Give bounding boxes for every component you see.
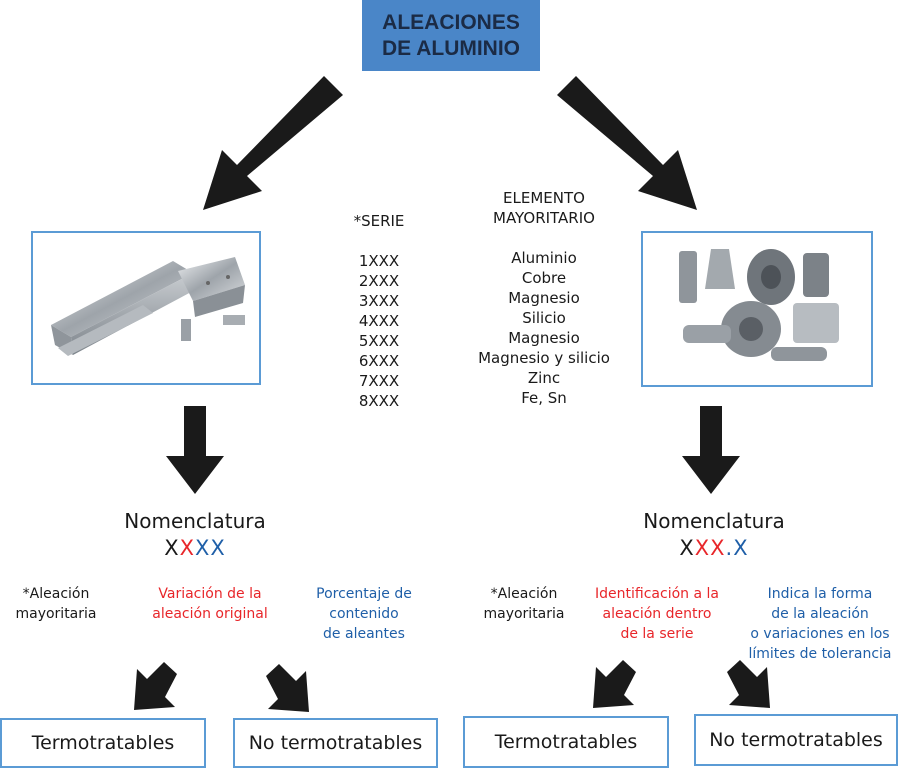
left-nomenclature-label: Nomenclatura xyxy=(124,509,266,533)
series-item: 1XXX xyxy=(358,252,400,270)
series-item: 6XXX xyxy=(358,352,400,370)
left-code-part2: X xyxy=(179,536,195,560)
series-item: 3XXX xyxy=(358,292,400,310)
right-caption-b: Identificación a la aleación dentro de l… xyxy=(595,586,719,642)
element-item: Magnesio y silicio xyxy=(478,349,610,367)
right-caption-a: *Aleación mayoritaria xyxy=(483,586,565,622)
arrow-down-icon-right xyxy=(682,406,740,494)
series-item: 7XXX xyxy=(358,372,400,390)
right-caption-c: Indica la forma de la aleación o variaci… xyxy=(748,586,892,662)
left-caption-c: Porcentaje de contenido de aleantes xyxy=(316,586,412,642)
small-arrow-down-left-icon-2 xyxy=(593,660,636,708)
left-caption-b: Variación de la aleación original xyxy=(152,586,268,622)
aluminum-profiles-icon xyxy=(51,257,245,356)
right-code-part3: .X xyxy=(725,536,749,560)
right-code-part2: XX xyxy=(694,536,726,560)
left-termotratables-box: Termotratables xyxy=(0,718,206,768)
left-no-termotratables-box: No termotratables xyxy=(233,718,438,768)
small-arrow-down-left-icon-1 xyxy=(134,662,177,710)
right-photo-frame xyxy=(641,231,873,387)
left-photo-frame xyxy=(31,231,261,385)
right-termotratables-box: Termotratables xyxy=(463,716,669,768)
small-arrow-down-right-icon-1 xyxy=(266,664,309,712)
left-caption-a: *Aleación mayoritaria xyxy=(15,586,97,622)
elements-header-line1: ELEMENTO xyxy=(503,189,585,207)
arrow-down-icon-left xyxy=(166,406,224,494)
right-nomenclature-code: XXX.X xyxy=(624,536,804,560)
aluminum-cast-parts-icon xyxy=(679,249,839,361)
element-item: Magnesio xyxy=(508,289,580,307)
series-header: *SERIE xyxy=(353,212,405,230)
right-code-part1: X xyxy=(679,536,695,560)
element-item: Silicio xyxy=(522,309,566,327)
title-line1: ALEACIONES xyxy=(382,10,520,34)
series-item: 4XXX xyxy=(358,312,400,330)
series-item: 5XXX xyxy=(358,332,400,350)
series-column: *SERIE 1XXX 2XXX 3XXX 4XXX 5XXX 6XXX 7XX… xyxy=(340,211,418,411)
element-item: Fe, Sn xyxy=(521,389,567,407)
left-nomenclature-code: XXXX xyxy=(105,536,285,560)
small-arrow-down-right-icon-2 xyxy=(727,660,770,708)
title-box: ALEACIONES DE ALUMINIO xyxy=(362,0,540,71)
arrow-down-right-icon xyxy=(557,76,697,210)
element-item: Magnesio xyxy=(508,329,580,347)
left-code-part1: X xyxy=(164,536,180,560)
right-no-termotratables-box: No termotratables xyxy=(694,714,898,766)
series-item: 8XXX xyxy=(358,392,400,410)
series-item: 2XXX xyxy=(358,272,400,290)
elements-header-line2: MAYORITARIO xyxy=(493,209,595,227)
left-code-part3: XX xyxy=(195,536,226,560)
right-nomenclature-label: Nomenclatura xyxy=(643,509,785,533)
arrow-down-left-icon xyxy=(203,76,343,210)
title-line2: DE ALUMINIO xyxy=(381,36,521,60)
elements-column: ELEMENTO MAYORITARIO Aluminio Cobre Magn… xyxy=(464,188,624,408)
element-item: Cobre xyxy=(521,269,567,287)
element-item: Zinc xyxy=(527,369,561,387)
element-item: Aluminio xyxy=(511,249,577,267)
